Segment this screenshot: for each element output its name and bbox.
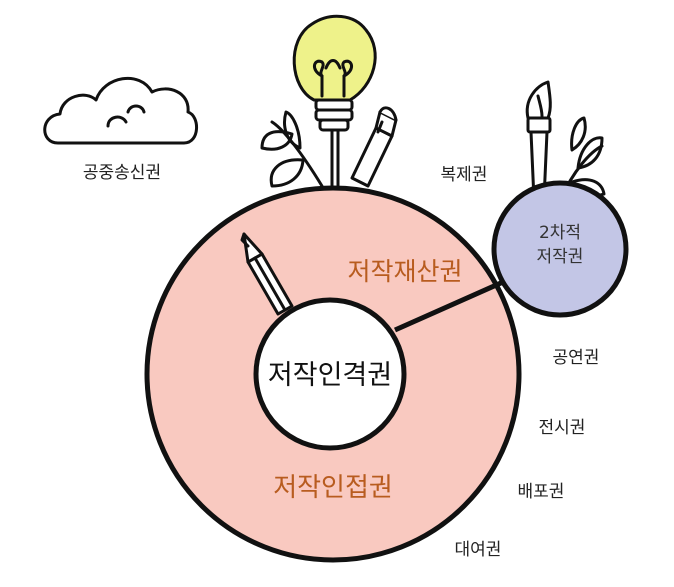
- inner-circle-label: 저작인격권: [268, 360, 392, 391]
- inner-circle: [253, 297, 407, 451]
- distribution-label: 배포권: [518, 482, 565, 502]
- derivative-label-line1: 2차적: [539, 223, 581, 243]
- lightbulb-icon: [292, 14, 377, 190]
- derivative-circle: [491, 180, 629, 318]
- leaf-icon: [260, 110, 324, 188]
- exhibition-label: 전시권: [539, 418, 586, 438]
- paintbrush-icon: [525, 80, 552, 202]
- connector-line: [393, 275, 514, 333]
- performance-label: 공연권: [553, 348, 600, 368]
- pen-nib-icon: [350, 106, 398, 188]
- derivative-label-line2: 저작권: [537, 247, 584, 267]
- reproduction-label: 복제권: [441, 165, 488, 185]
- rental-label: 대여권: [455, 540, 502, 560]
- neighboring-label: 저작인접권: [273, 473, 393, 503]
- pencil-icon: [240, 232, 294, 316]
- cloud-icon: [43, 76, 198, 145]
- public-transmission-label: 공중송신권: [83, 163, 161, 183]
- outer-ring-label: 저작재산권: [347, 257, 462, 286]
